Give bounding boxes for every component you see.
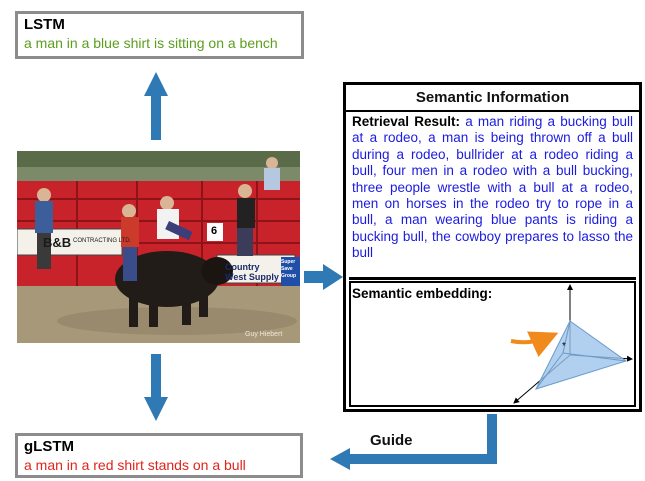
lstm-caption-box: LSTM a man in a blue shirt is sitting on… [15,11,304,59]
semantic-header: Semantic Information [346,85,639,112]
embedding-pointer [510,331,559,357]
glstm-caption: a man in a red shirt stands on a bull [24,457,246,473]
sign-left: B&B [43,235,72,250]
embedding-point: * [562,341,566,352]
embedding-label: Semantic embedding: [352,286,493,301]
gate-number: 6 [211,225,218,237]
semantic-embedding-box: * [349,281,636,407]
sign-left-sub: CONTRACTING LTD. [73,238,132,244]
lstm-caption: a man in a blue shirt is sitting on a be… [24,35,278,51]
rodeo-photo: B&B CONTRACTING LTD. Country West Supply… [17,151,300,343]
guide-arrow [330,414,497,470]
arrow-to-semantic [304,264,343,290]
rodeo-photo-drawing [17,151,300,343]
glstm-title: gLSTM [24,438,74,455]
semantic-information-panel: Semantic Information Retrieval Result: a… [343,82,642,412]
arrow-to-glstm [144,354,168,421]
retrieval-result: Retrieval Result: a man riding a bucking… [349,114,636,280]
retrieval-text: a man riding a bucking bull at a rodeo, … [352,114,633,261]
sign-right: Country West Supply [225,262,279,282]
watermark: Guy Hiebert [245,331,283,338]
retrieval-label: Retrieval Result: [352,114,460,129]
embedding-diagram: * [510,284,633,404]
arrow-to-lstm [144,72,168,140]
glstm-caption-box: gLSTM a man in a red shirt stands on a b… [15,433,303,478]
guide-label: Guide [370,432,413,449]
badge: Super Save Group [281,259,296,279]
lstm-title: LSTM [24,16,65,33]
